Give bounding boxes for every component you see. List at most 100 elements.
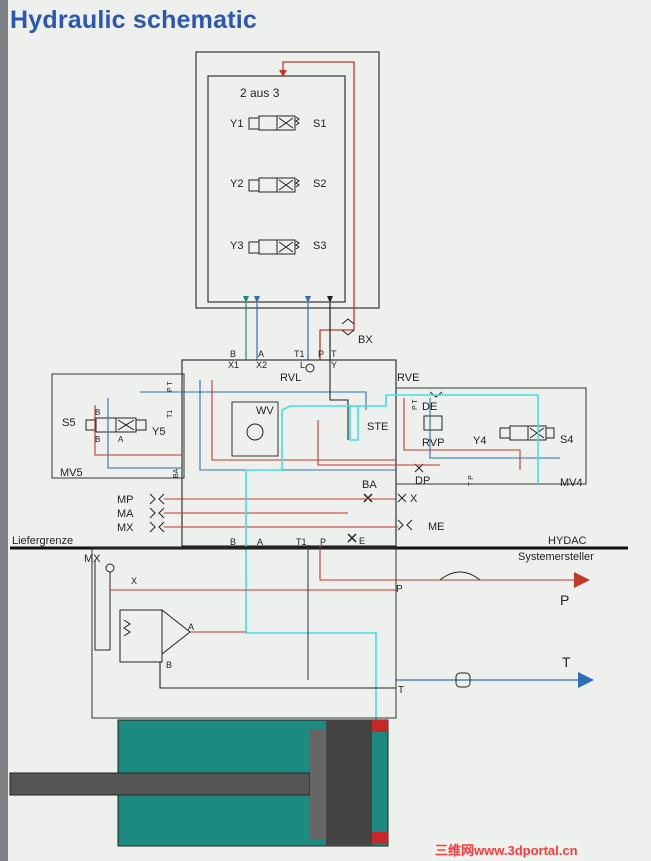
label-hydac: HYDAC xyxy=(548,535,587,547)
label-bx: BX xyxy=(358,334,373,346)
label-p-port: P xyxy=(396,584,403,595)
check-valve-icon xyxy=(305,363,315,373)
shuttle-valve-icon xyxy=(246,423,264,441)
rvp-valve-icon xyxy=(423,415,443,431)
bottom-port-b: B xyxy=(230,537,236,547)
pressure-valve-frame xyxy=(119,609,163,663)
label-supply-mx: MX xyxy=(84,553,101,565)
orifice-icon xyxy=(397,493,407,503)
throttle-icon xyxy=(429,391,443,398)
watermark: 三维网www.3dportal.cn xyxy=(432,840,581,859)
mv4-tp-label: T P xyxy=(468,475,475,486)
valve-y3-s3: Y3 S3 xyxy=(230,239,326,255)
arrow-icon xyxy=(305,296,311,303)
label-liefergrenze: Liefergrenze xyxy=(12,535,73,547)
filter-icon xyxy=(455,672,471,688)
label-me: ME xyxy=(428,521,445,533)
label-t-port: T xyxy=(398,685,404,696)
top-outer-frame xyxy=(195,51,380,309)
label-y5: Y5 xyxy=(152,426,165,438)
label-rvp: RVP xyxy=(422,437,444,449)
orifice-icon xyxy=(363,493,373,503)
test-point-mx-icon xyxy=(149,521,165,533)
label-y4: Y4 xyxy=(473,435,486,447)
valve-s2-label: S2 xyxy=(313,178,326,190)
coupling-icon xyxy=(397,519,413,531)
piston xyxy=(326,720,372,846)
cylinder-port-bottom xyxy=(372,832,388,844)
orifice-icon xyxy=(347,533,357,543)
bottom-port-a: A xyxy=(257,537,263,547)
piston-head xyxy=(310,730,326,840)
hose-icon xyxy=(439,571,481,581)
label-systemersteller: Systemersteller xyxy=(518,551,594,563)
mv5-port-a: A xyxy=(118,435,124,444)
label-dp: DP xyxy=(415,475,430,487)
port-l-label: L xyxy=(300,360,305,370)
mv4-frame xyxy=(395,387,587,485)
label-mv5: MV5 xyxy=(60,467,83,479)
port-p-label: P xyxy=(318,349,324,359)
valve-y1-label: Y1 xyxy=(230,118,243,130)
valve-y2-label: Y2 xyxy=(230,178,243,190)
test-point-mp-icon xyxy=(149,493,165,505)
label-rve: RVE xyxy=(397,372,419,384)
valve-s3-label: S3 xyxy=(313,240,326,252)
label-x: X xyxy=(410,493,418,505)
label-supply-b: B xyxy=(166,660,172,670)
highlighted-flow-path xyxy=(245,394,539,720)
piston-rod xyxy=(9,772,311,796)
valve-y3-label: Y3 xyxy=(230,240,243,252)
top-block-header: 2 aus 3 xyxy=(240,86,280,100)
label-mp: MP xyxy=(117,494,134,506)
manifold-block xyxy=(181,359,397,547)
arrow-icon xyxy=(254,296,260,303)
arrow-icon xyxy=(578,672,594,688)
arrow-icon xyxy=(279,70,287,77)
port-a-label: A xyxy=(258,349,264,359)
cylinder-port-top xyxy=(372,720,388,732)
label-supply-a: A xyxy=(188,622,194,632)
test-point-ma-icon xyxy=(149,507,165,519)
pressure-line-top xyxy=(282,61,355,360)
valve-y1-s1: Y1 S1 xyxy=(230,115,326,131)
valve-s5-y5 xyxy=(85,417,147,433)
port-t-label: T xyxy=(331,349,337,359)
port-b-label: B xyxy=(230,349,236,359)
arrow-icon xyxy=(243,296,249,303)
valve-s1-label: S1 xyxy=(313,118,326,130)
throttle-icon xyxy=(341,318,355,336)
supply-frame xyxy=(91,547,397,719)
label-pt: P T xyxy=(167,381,174,392)
wv-valve-frame xyxy=(231,401,279,457)
bottom-port-t1: T1 xyxy=(296,537,307,547)
port-t1-label: T1 xyxy=(294,349,305,359)
label-rvl: RVL xyxy=(280,372,301,384)
label-t-line: T xyxy=(562,654,571,670)
bottom-port-p: P xyxy=(320,537,326,547)
label-ba-small: BA xyxy=(173,468,180,478)
port-x2-label: X2 xyxy=(256,360,267,370)
label-t1-side: T1 xyxy=(167,410,174,418)
label-ba: BA xyxy=(362,479,377,491)
arrow-icon xyxy=(574,572,590,588)
label-wv: WV xyxy=(256,405,274,417)
page-title: Hydraulic schematic xyxy=(10,6,257,34)
check-valve-icon xyxy=(105,563,115,573)
top-inner-frame xyxy=(207,75,346,303)
port-y-label: Y xyxy=(331,360,337,370)
label-ste: STE xyxy=(367,421,388,433)
label-s5: S5 xyxy=(62,417,75,429)
label-e: E xyxy=(359,536,365,546)
mv4-pt-label: P T xyxy=(412,399,419,410)
label-p-line: P xyxy=(560,592,569,608)
label-mv4: MV4 xyxy=(560,477,583,489)
arrow-icon xyxy=(327,296,333,303)
valve-y4-s4 xyxy=(499,425,555,441)
mv5-port-t: B xyxy=(95,408,100,417)
mv5-port-b: B xyxy=(95,435,100,444)
pilot-icon xyxy=(161,608,191,656)
label-s4: S4 xyxy=(560,434,573,446)
